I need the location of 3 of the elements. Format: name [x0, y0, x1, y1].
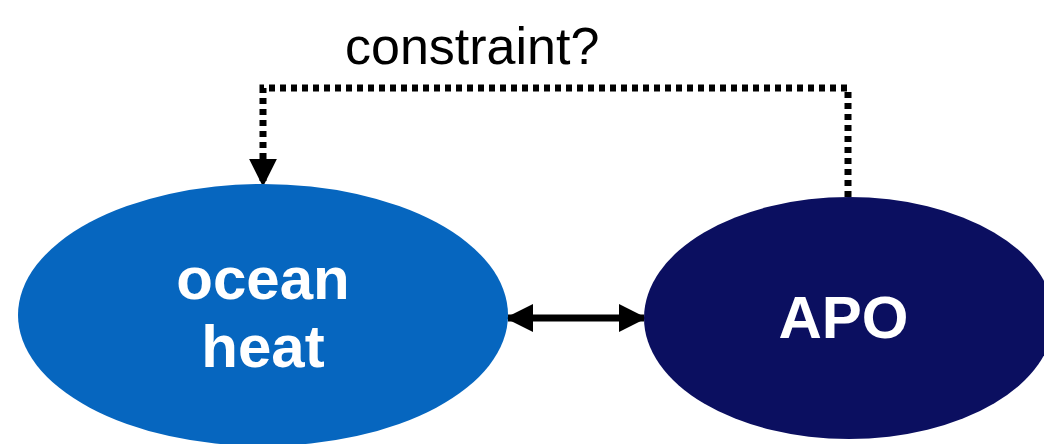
arrow [249, 84, 852, 197]
node-label: ocean heat [175, 245, 351, 381]
node-label: APO [778, 284, 909, 352]
